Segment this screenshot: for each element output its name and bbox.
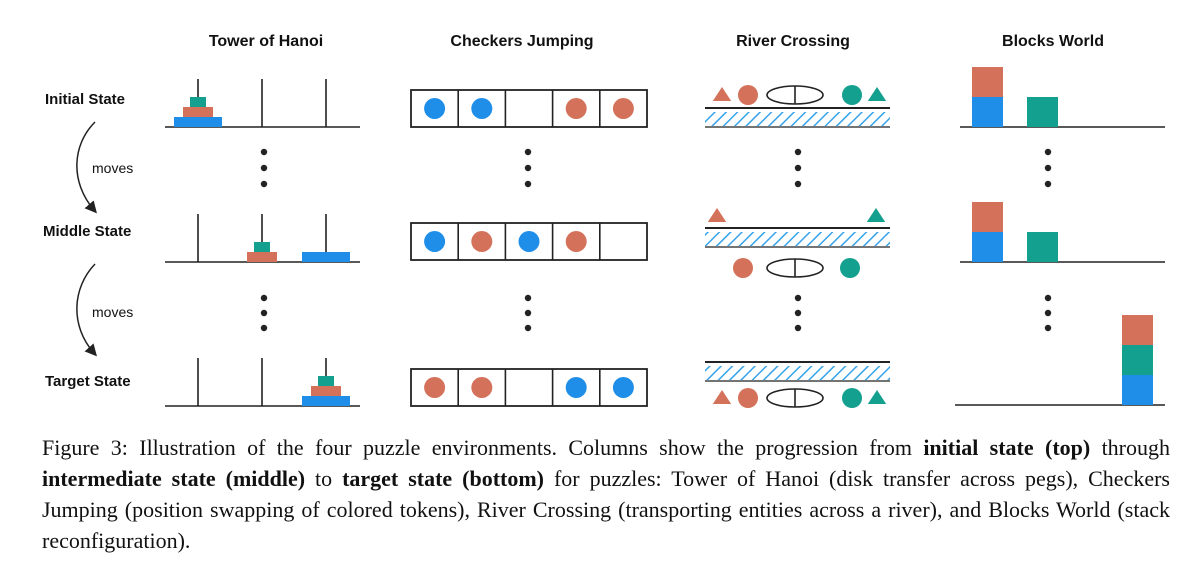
blocks-block-orange-initial-0-1 bbox=[972, 67, 1003, 97]
river-triangle-orange-middle bbox=[707, 208, 727, 222]
checkers-board-target bbox=[410, 368, 648, 407]
ellipsis-dot-0-1-2 bbox=[524, 180, 532, 188]
river-circle-orange-initial-top bbox=[738, 85, 758, 105]
checkers-token-blue-middle-0 bbox=[424, 231, 446, 252]
river-triangle-teal-target-bottom bbox=[867, 390, 887, 404]
caption-text-3: for puzzles: Tower of Hanoi (disk transf… bbox=[42, 466, 1170, 553]
blocks-block-teal-target-2-1 bbox=[1122, 345, 1153, 375]
ellipsis-dot-0-1-0 bbox=[524, 148, 532, 156]
caption-text-2: to bbox=[305, 466, 343, 491]
figure: Tower of Hanoi Checkers Jumping River Cr… bbox=[43, 33, 1165, 408]
hanoi-disk-small-target bbox=[318, 376, 334, 386]
river-water-middle bbox=[705, 232, 890, 246]
ellipsis-dot-1-2-2 bbox=[794, 324, 802, 332]
caption-bold-intermediate: intermediate state (middle) bbox=[42, 466, 306, 491]
ellipsis-dot-1-3-0 bbox=[1044, 294, 1052, 302]
checkers-token-blue-initial-0 bbox=[424, 98, 446, 119]
blocks-block-teal-middle-1-0 bbox=[1027, 232, 1058, 262]
ellipsis-dot-0-0-2 bbox=[260, 180, 268, 188]
river-triangle-orange-initial-top bbox=[712, 87, 732, 101]
column-title-checkers: Checkers Jumping bbox=[450, 33, 594, 50]
blocks-block-orange-target-2-2 bbox=[1122, 315, 1153, 345]
blocks-block-blue-target-2-0 bbox=[1122, 375, 1153, 405]
checkers-token-blue-target-4 bbox=[612, 377, 634, 398]
checkers-token-blue-target-3 bbox=[565, 377, 587, 398]
figure-caption: Figure 3: Illustration of the four puzzl… bbox=[42, 432, 1170, 556]
ellipsis-dot-0-3-0 bbox=[1044, 148, 1052, 156]
ellipsis-dot-1-1-2 bbox=[524, 324, 532, 332]
ellipsis-dot-1-2-1 bbox=[794, 309, 802, 317]
ellipsis-dot-0-3-1 bbox=[1044, 164, 1052, 172]
checkers-token-orange-initial-4 bbox=[612, 98, 634, 119]
river-circle-orange-middle bbox=[733, 258, 753, 278]
river-triangle-orange-target-bottom bbox=[712, 390, 732, 404]
ellipsis-dot-0-0-1 bbox=[260, 164, 268, 172]
blocks-block-orange-middle-0-1 bbox=[972, 202, 1003, 232]
moves-arrow-1 bbox=[76, 121, 97, 214]
blocks-block-blue-initial-0-0 bbox=[972, 97, 1003, 127]
hanoi-disk-small-initial bbox=[190, 97, 206, 107]
river-triangle-teal-middle bbox=[866, 208, 886, 222]
hanoi-disk-large-target bbox=[302, 396, 350, 406]
row-label-middle: Middle State bbox=[43, 223, 132, 240]
ellipsis-dot-0-2-2 bbox=[794, 180, 802, 188]
blocks-block-blue-middle-0-0 bbox=[972, 232, 1003, 262]
row-label-target: Target State bbox=[45, 373, 131, 390]
caption-text-1: through bbox=[1090, 435, 1171, 460]
ellipsis-dot-1-3-1 bbox=[1044, 309, 1052, 317]
checkers-token-orange-initial-3 bbox=[565, 98, 587, 119]
moves-arrow-2 bbox=[76, 263, 97, 357]
moves-label-2: moves bbox=[92, 304, 134, 320]
caption-text-lead: Figure 3: Illustration of the four puzzl… bbox=[42, 435, 924, 460]
blocks-block-teal-initial-1-0 bbox=[1027, 97, 1058, 127]
river-circle-teal-target-bottom bbox=[842, 388, 862, 408]
hanoi-disk-medium-target bbox=[311, 386, 341, 396]
ellipsis-dot-0-3-2 bbox=[1044, 180, 1052, 188]
checkers-token-orange-middle-1 bbox=[471, 231, 493, 252]
hanoi-disk-large-middle bbox=[302, 252, 350, 262]
ellipsis-dot-1-1-0 bbox=[524, 294, 532, 302]
ellipsis-dot-1-0-0 bbox=[260, 294, 268, 302]
checkers-token-blue-middle-2 bbox=[518, 231, 540, 252]
hanoi-disk-medium-middle bbox=[247, 252, 277, 262]
ellipsis-dot-0-2-1 bbox=[794, 164, 802, 172]
checkers-board-initial bbox=[410, 89, 648, 128]
ellipsis-dot-0-0-0 bbox=[260, 148, 268, 156]
ellipsis-dot-1-0-1 bbox=[260, 309, 268, 317]
checkers-token-orange-target-0 bbox=[424, 377, 446, 398]
checkers-token-orange-target-1 bbox=[471, 377, 493, 398]
river-circle-teal-middle bbox=[840, 258, 860, 278]
moves-label-1: moves bbox=[92, 160, 134, 176]
river-circle-teal-initial-top bbox=[842, 85, 862, 105]
river-circle-orange-target-bottom bbox=[738, 388, 758, 408]
column-title-hanoi: Tower of Hanoi bbox=[208, 33, 324, 50]
ellipsis-dot-1-1-1 bbox=[524, 309, 532, 317]
river-water-target bbox=[705, 366, 890, 380]
row-label-initial: Initial State bbox=[45, 91, 126, 108]
hanoi-disk-small-middle bbox=[254, 242, 270, 252]
hanoi-disk-large-initial bbox=[174, 117, 222, 127]
ellipsis-dot-1-0-2 bbox=[260, 324, 268, 332]
column-title-river: River Crossing bbox=[736, 33, 850, 50]
ellipsis-dot-0-1-1 bbox=[524, 164, 532, 172]
checkers-token-blue-initial-1 bbox=[471, 98, 493, 119]
ellipsis-dot-0-2-0 bbox=[794, 148, 802, 156]
figure-canvas bbox=[76, 67, 1165, 408]
river-triangle-teal-initial-top bbox=[867, 87, 887, 101]
ellipsis-dot-1-2-0 bbox=[794, 294, 802, 302]
caption-bold-target: target state (bottom) bbox=[342, 466, 545, 491]
river-water-initial bbox=[705, 112, 890, 126]
hanoi-disk-medium-initial bbox=[183, 107, 213, 117]
checkers-token-orange-middle-3 bbox=[565, 231, 587, 252]
ellipsis-dot-1-3-2 bbox=[1044, 324, 1052, 332]
column-title-blocks: Blocks World bbox=[1002, 33, 1104, 50]
caption-bold-initial: initial state (top) bbox=[923, 435, 1091, 460]
